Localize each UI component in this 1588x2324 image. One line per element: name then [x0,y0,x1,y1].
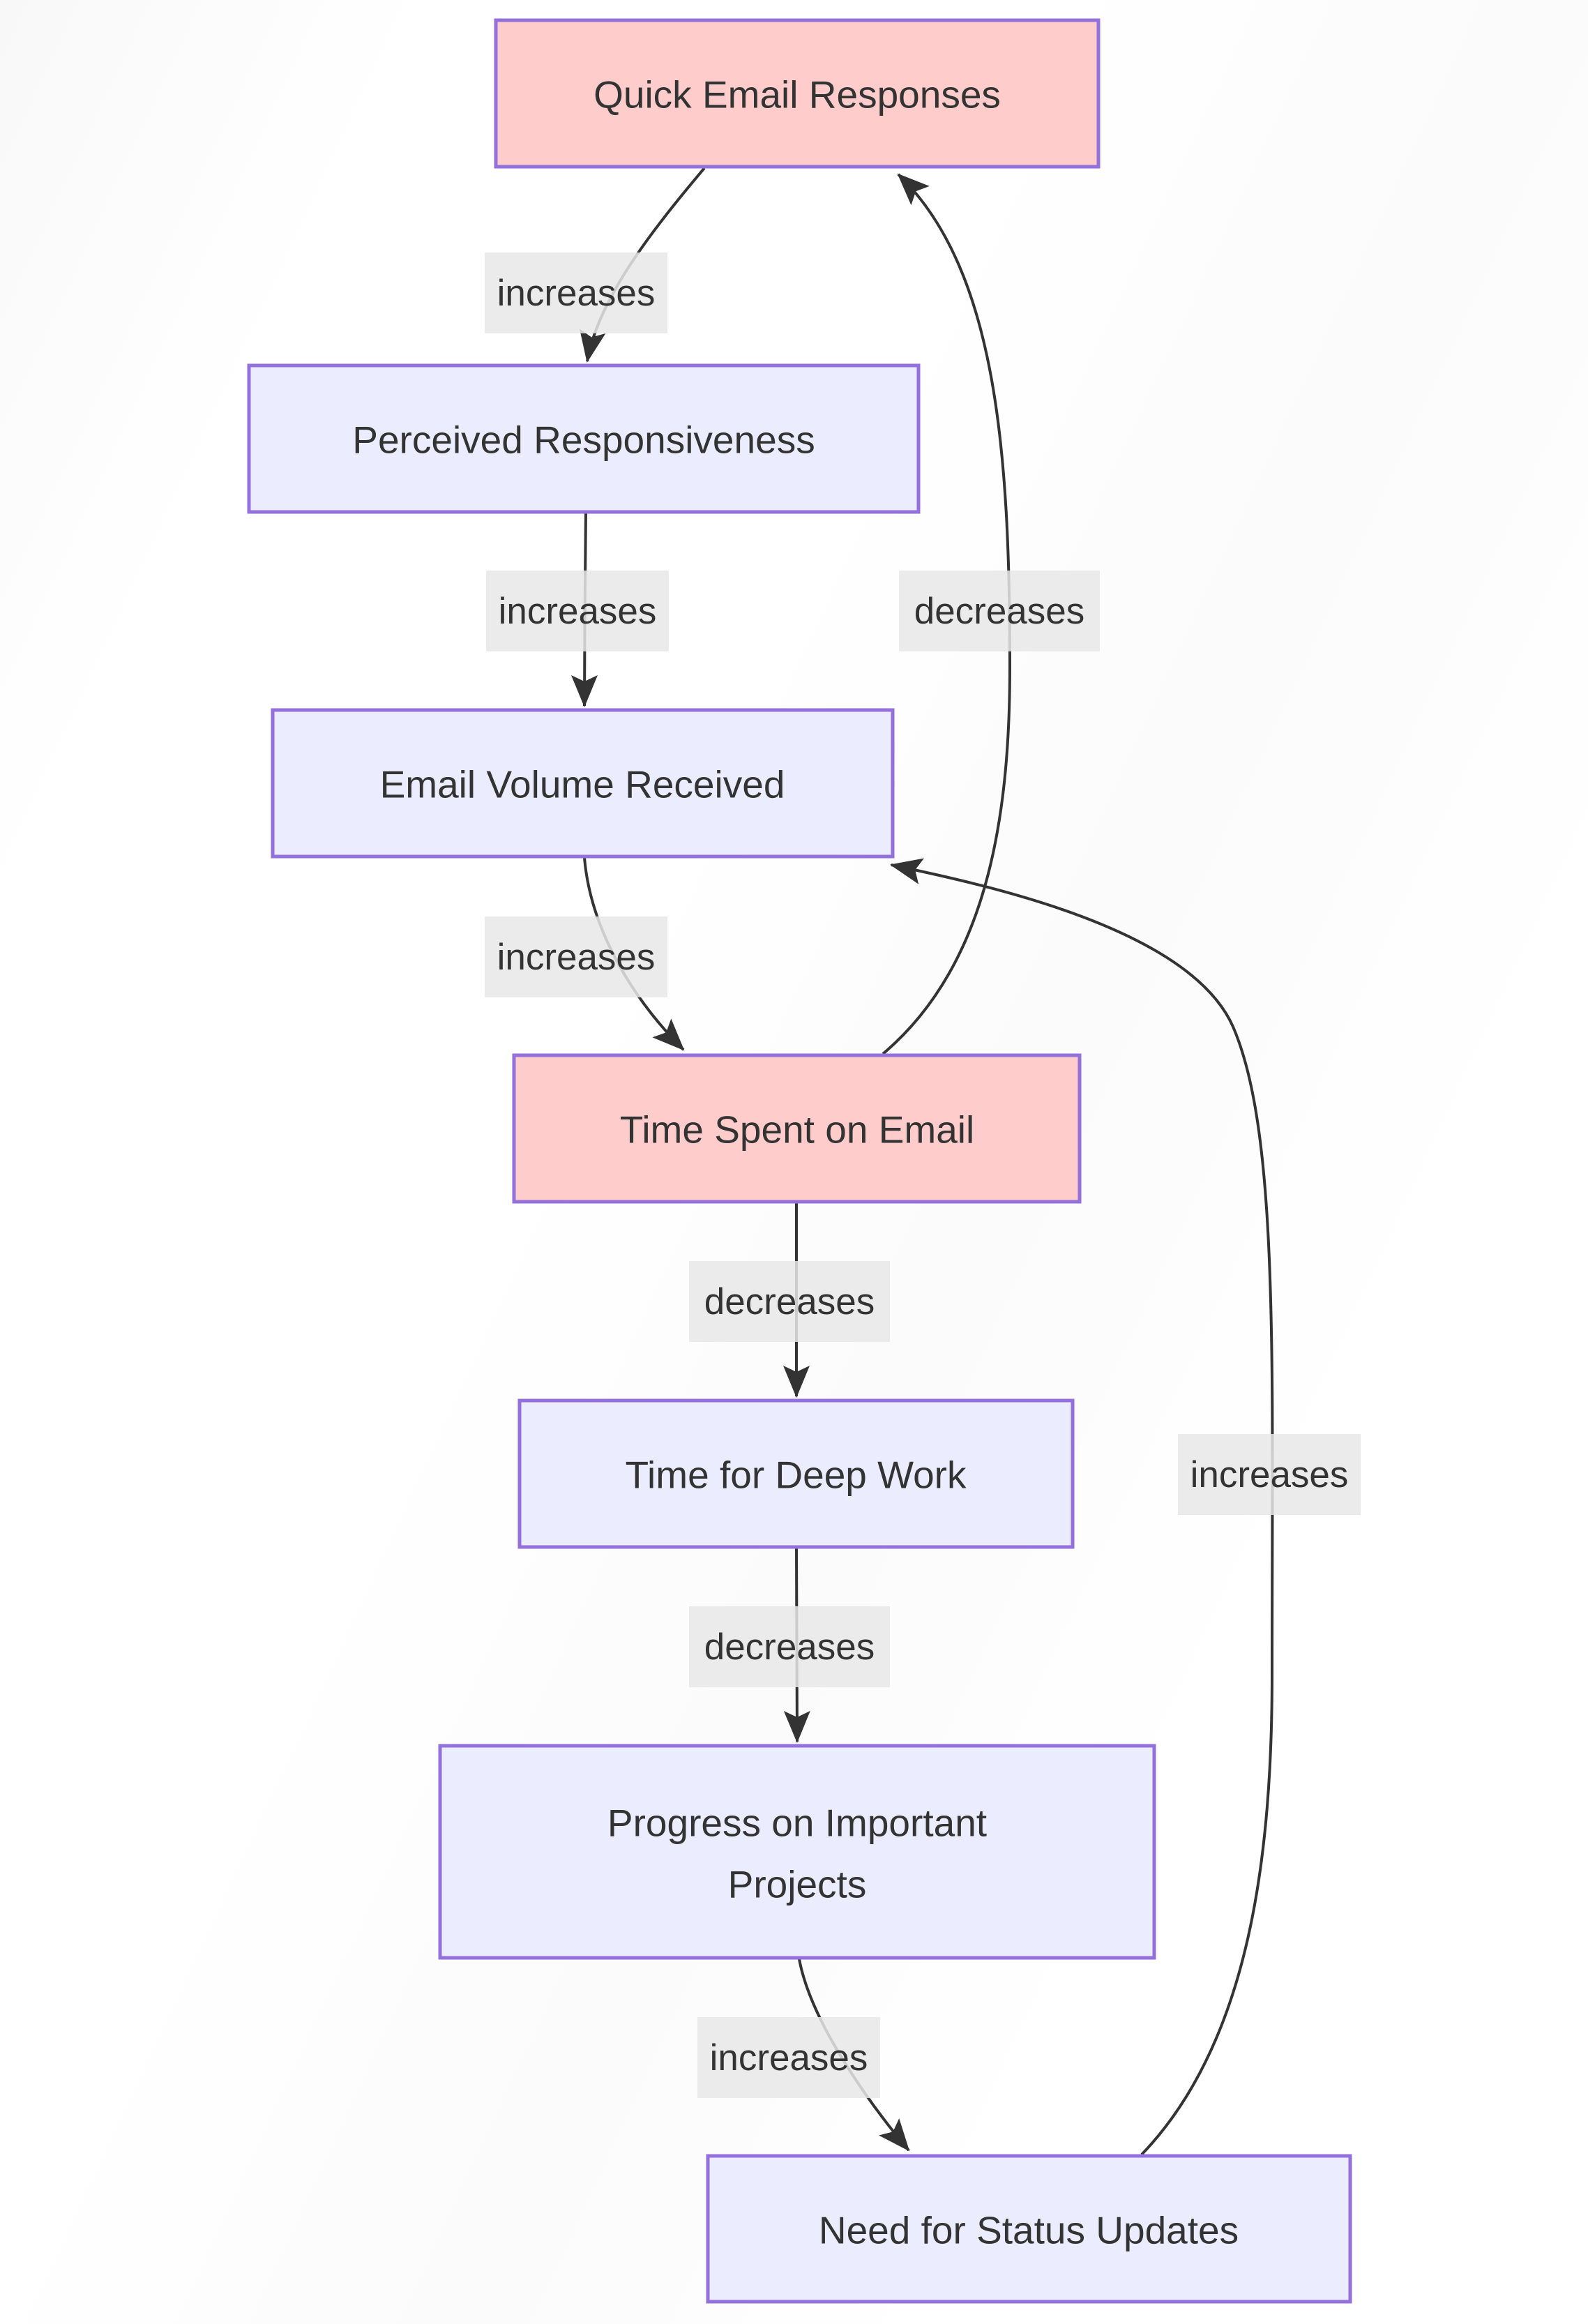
edge-label-text: increases [1190,1454,1349,1495]
node-label: Perceived Responsiveness [352,418,815,462]
edge-label-text: increases [497,937,656,978]
node-need-for-status-updates: Need for Status Updates [706,2154,1352,2304]
node-box [706,2154,1352,2304]
edge-label-bg [899,571,1100,651]
node-box [247,363,921,514]
node-layer: Quick Email Responses Perceived Responsi… [247,18,1352,2304]
node-time-for-deep-work: Time for Deep Work [517,1398,1075,1549]
edge-label-decreases-right: decreases [899,571,1100,651]
edge-label-text: increases [497,273,656,314]
node-box [512,1053,1082,1204]
edge-label-text: decreases [914,591,1085,632]
node-label: Need for Status Updates [819,2209,1239,2252]
node-box [517,1398,1075,1549]
edge-label-decreases-1: decreases [689,1261,890,1342]
edge-label-text: decreases [704,1281,875,1322]
edge-label-text: increases [499,591,657,632]
node-label: Time for Deep Work [625,1454,967,1497]
node-box [494,18,1101,169]
edge-label-increases-1: increases [485,252,667,333]
node-quick-email-responses: Quick Email Responses [494,18,1101,169]
edge-label-decreases-2: decreases [689,1606,890,1687]
node-label: Email Volume Received [380,763,785,806]
edge-label-bg [486,571,669,651]
edge-label-bg [689,1261,890,1342]
edge-label-bg [697,2017,880,2098]
node-label-line-1: Progress on Important [607,1802,987,1845]
node-progress-on-important-projects: Progress on Important Projects [438,1744,1156,1960]
edge-label-bg [689,1606,890,1687]
edge-label-text: increases [710,2037,868,2078]
node-time-spent-on-email: Time Spent on Email [512,1053,1082,1204]
node-email-volume-received: Email Volume Received [271,708,895,859]
edge-label-layer: increases increases decreases increases … [485,252,1361,2098]
edge-label-increases-3: increases [485,916,667,997]
edge-label-bg [485,916,667,997]
edge-timeemail-to-quick [882,173,1012,1055]
node-label-line-2: Projects [728,1863,867,1906]
edge-label-bg [1178,1434,1361,1515]
edge-status-to-volume [890,858,1274,2156]
node-label: Time Spent on Email [620,1108,974,1152]
edge-label-increases-2: increases [486,571,669,651]
node-box [271,708,895,859]
node-box [438,1744,1156,1960]
edge-label-increases-right: increases [1178,1434,1361,1515]
node-perceived-responsiveness: Perceived Responsiveness [247,363,921,514]
edge-label-increases-4: increases [697,2017,880,2098]
edge-label-bg [485,252,667,333]
edge-label-text: decreases [704,1627,875,1668]
node-label: Quick Email Responses [593,73,1001,116]
